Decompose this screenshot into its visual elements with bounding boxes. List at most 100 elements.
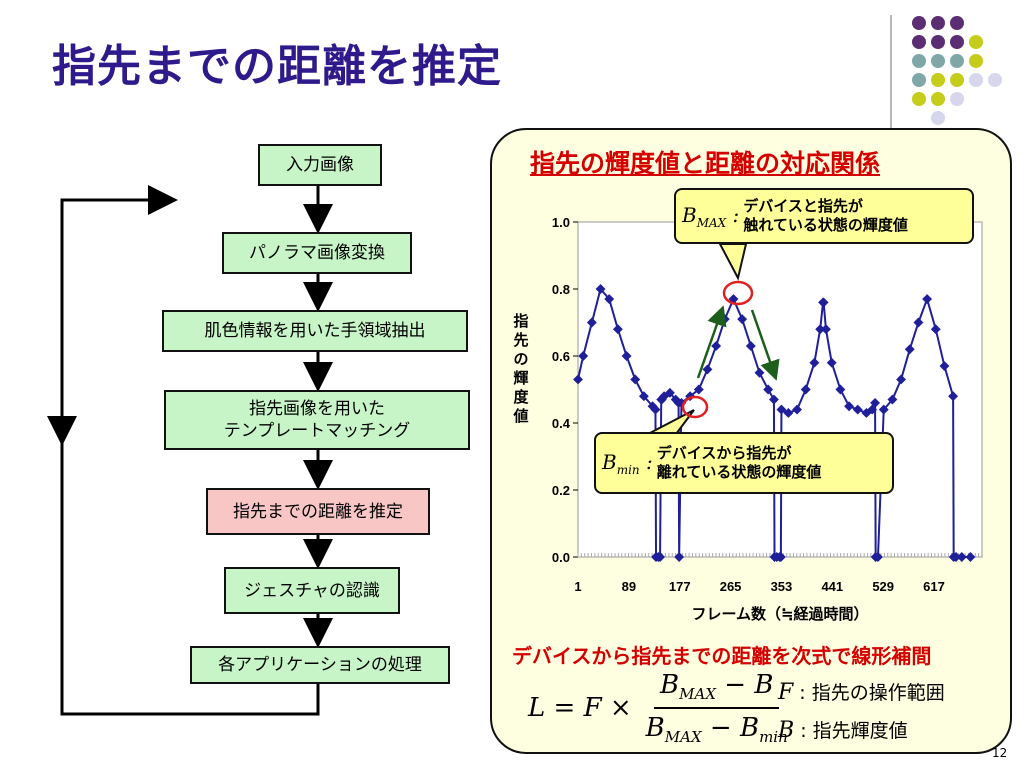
data-point — [693, 384, 704, 395]
data-point — [655, 552, 666, 562]
page-number: 12 — [992, 746, 1008, 760]
x-tick-label: 177 — [669, 579, 691, 594]
decorative-dot — [912, 54, 926, 68]
data-point — [702, 364, 713, 375]
data-point — [650, 404, 661, 415]
data-point — [809, 357, 820, 368]
data-point — [586, 317, 597, 328]
decorative-dot — [931, 111, 945, 125]
flow-step-hand-region: 肌色情報を用いた手領域抽出 — [162, 310, 468, 352]
data-point — [913, 317, 924, 328]
data-point — [948, 391, 959, 402]
data-point — [896, 374, 907, 385]
x-tick-label: 441 — [821, 579, 843, 594]
data-point — [930, 324, 941, 335]
x-tick-label: 529 — [872, 579, 894, 594]
decorative-dot — [950, 54, 964, 68]
y-tick-label: 0.0 — [552, 550, 570, 565]
distance-formula: L = F × BMAX − B BMAX − Bmin — [528, 668, 794, 748]
decorative-dot — [988, 73, 1002, 87]
callout-bmax-tail — [718, 243, 748, 281]
data-point — [951, 552, 961, 562]
data-point — [612, 324, 623, 335]
data-point — [578, 351, 589, 361]
chart-xlabel: フレーム数（≒経過時間） — [691, 605, 868, 623]
data-point — [711, 341, 722, 351]
x-tick-label: 353 — [771, 579, 793, 594]
decorative-dot — [950, 73, 964, 87]
data-point — [904, 344, 915, 355]
flow-step-panorama: パノラマ画像変換 — [222, 232, 412, 274]
data-point — [939, 361, 950, 371]
loop-back-line — [60, 198, 320, 716]
panel-title: 指先の輝度値と距離の対応関係 — [530, 149, 881, 178]
data-point — [887, 394, 898, 405]
flow-step-input-image: 入力画像 — [258, 144, 382, 186]
data-point — [595, 284, 606, 294]
definition-f: F : 指先の操作範囲 — [778, 680, 945, 705]
data-point — [826, 357, 837, 368]
bmin-highlight-circle — [681, 395, 709, 419]
formula-heading: デバイスから指先までの距離を次式で線形補間 — [512, 644, 932, 668]
decorative-dot — [912, 73, 926, 87]
flow-step-estimate-distance: 指先までの距離を推定 — [206, 488, 430, 535]
x-tick-label: 1 — [574, 579, 581, 594]
decorative-dot — [912, 92, 926, 106]
y-tick-label: 0.8 — [552, 282, 570, 297]
data-point — [763, 384, 774, 395]
x-tick-label: 265 — [720, 579, 742, 594]
data-point — [800, 384, 811, 395]
data-point — [815, 324, 826, 335]
bmax-highlight-circle — [722, 280, 754, 306]
formula-denominator: BMAX − Bmin — [645, 713, 788, 747]
data-point — [768, 394, 779, 405]
decorative-dot — [912, 35, 926, 49]
rising-trend-arrow — [696, 305, 727, 379]
bmax-symbol: BMAX : — [682, 202, 740, 230]
slide-title: 指先までの距離を推定 — [52, 41, 502, 92]
decorative-dot — [931, 73, 945, 87]
data-point — [835, 384, 846, 395]
data-point — [870, 397, 881, 408]
formula-fraction: BMAX − B BMAX − Bmin — [640, 670, 794, 746]
data-point — [604, 294, 615, 304]
y-tick-label: 0.4 — [552, 416, 571, 431]
bmin-text: デバイスから指先が 離れている状態の輝度値 — [656, 444, 822, 481]
decorative-dot — [969, 35, 983, 49]
y-tick-label: 1.0 — [552, 215, 570, 230]
data-point — [630, 374, 641, 385]
decorative-dot — [931, 54, 945, 68]
data-point — [638, 391, 649, 402]
decorative-dot — [950, 35, 964, 49]
x-tick-label: 89 — [622, 579, 636, 594]
decorative-dot — [931, 16, 945, 30]
data-point — [737, 314, 748, 325]
callout-bmin: Bmin : デバイスから指先が 離れている状態の輝度値 — [594, 432, 894, 494]
data-point — [783, 408, 794, 418]
data-point — [573, 374, 583, 385]
data-point — [852, 404, 863, 415]
decorative-dot — [912, 16, 926, 30]
formula-numerator: BMAX − B — [654, 670, 780, 709]
data-point — [674, 552, 685, 562]
bmin-symbol: Bmin : — [602, 449, 653, 477]
data-point — [956, 552, 967, 562]
decorative-dot — [950, 16, 964, 30]
flow-step-application: 各アプリケーションの処理 — [190, 646, 450, 684]
data-point — [818, 297, 829, 308]
decorative-dot — [969, 73, 983, 87]
data-point — [792, 404, 802, 415]
data-point — [775, 552, 786, 562]
decorative-dot — [931, 92, 945, 106]
data-point — [745, 341, 756, 351]
data-point — [922, 294, 933, 304]
x-tick-label: 617 — [923, 579, 945, 594]
data-point — [776, 404, 787, 415]
chart-ylabel: 指先の輝度値 — [513, 312, 529, 425]
flow-step-gesture-recognition: ジェスチャの認識 — [224, 567, 400, 614]
formula-lhs: L = F × — [528, 693, 632, 723]
flow-step-template-matching: 指先画像を用いた テンプレートマッチング — [164, 390, 470, 450]
y-tick-label: 0.6 — [552, 349, 570, 364]
